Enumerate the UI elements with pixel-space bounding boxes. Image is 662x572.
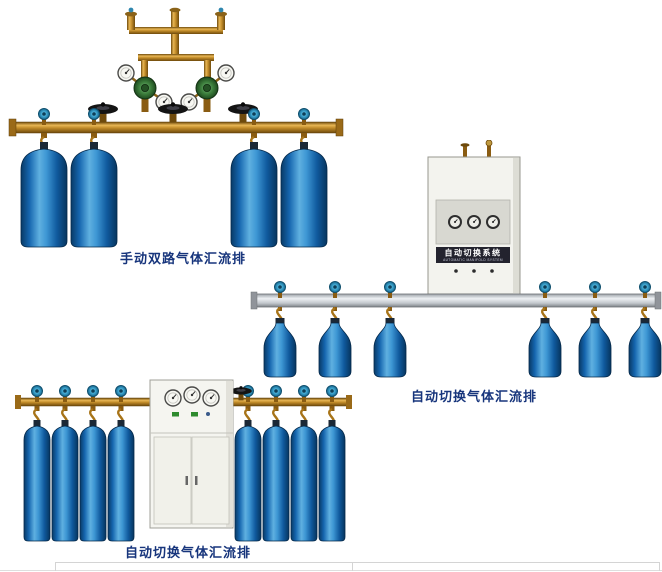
inlet-header-pipes (125, 7, 227, 36)
gas-cylinder (578, 317, 612, 378)
cabinet-gauge (183, 386, 201, 404)
figure-caption: 手动双路气体汇流排 (119, 252, 246, 267)
gas-cylinder (318, 419, 346, 542)
figure-caption: 自动切换气体汇流排 (124, 546, 251, 561)
gas-cylinder (79, 419, 107, 542)
cabinet-gauge (202, 389, 220, 407)
control-cabinet (149, 379, 234, 529)
cabinet-gauge (447, 214, 463, 230)
cabinet-label: 自动切换系统 (445, 248, 502, 258)
regulator-branch-pipes (138, 34, 214, 80)
cabinet-gauge (466, 214, 482, 230)
table-border-tick (352, 562, 353, 571)
gas-cylinder (290, 419, 318, 542)
gas-cylinder (234, 419, 262, 542)
door-handle (195, 476, 198, 485)
table-border-fragment (55, 562, 660, 563)
cylinder-pigtails (39, 133, 308, 154)
gas-cylinder (263, 317, 297, 378)
gas-cylinder (51, 419, 79, 542)
gas-cylinder (70, 141, 118, 248)
gas-cylinder (107, 419, 135, 542)
cabinet-nameplate (436, 247, 510, 263)
cabinet-door-right (191, 436, 230, 525)
pressure-regulator (195, 76, 219, 113)
cabinet-gauge (164, 389, 182, 407)
table-border-tick (659, 562, 660, 571)
gas-cylinder (318, 317, 352, 378)
cylinder-pigtails (275, 306, 649, 325)
figure-auto-manifold-b (15, 379, 352, 542)
cabinet-top-fittings (460, 140, 493, 158)
gas-cylinder (528, 317, 562, 378)
table-border-fragment (0, 570, 662, 571)
figure-caption: 自动切换气体汇流排 (410, 390, 537, 405)
indicator-dot (472, 269, 476, 273)
indicator-dot (490, 269, 494, 273)
cabinet-sublabel: AUTOMATIC MANIFOLD SYSTEM (443, 258, 503, 262)
indicator-dot (454, 269, 458, 273)
figure-manual-dual-manifold (8, 7, 344, 248)
manifold-rail (250, 291, 662, 310)
green-button (172, 412, 179, 417)
gas-cylinder (20, 141, 68, 248)
cabinet-gauge (485, 214, 501, 230)
inlet-valve-tip (218, 7, 224, 13)
figure-auto-manifold-a: 自动切换系统 AUTOMATIC MANIFOLD SYSTEM (250, 140, 662, 378)
pressure-gauge (117, 64, 135, 82)
pressure-gauge (217, 64, 235, 82)
indicator-dot (206, 412, 210, 416)
gas-cylinder (23, 419, 51, 542)
cabinet-door-left (153, 436, 192, 525)
pressure-regulator (133, 76, 157, 113)
gas-cylinder (628, 317, 662, 378)
gas-cylinder (373, 317, 407, 378)
green-button (191, 412, 198, 417)
control-cabinet: 自动切换系统 AUTOMATIC MANIFOLD SYSTEM (427, 156, 521, 295)
gas-cylinder (262, 419, 290, 542)
inlet-valve-tip (128, 7, 134, 13)
door-handle (185, 476, 188, 485)
table-border-tick (55, 562, 56, 571)
cylinder-pigtails (32, 406, 336, 426)
main-manifold-pipe (8, 118, 344, 137)
